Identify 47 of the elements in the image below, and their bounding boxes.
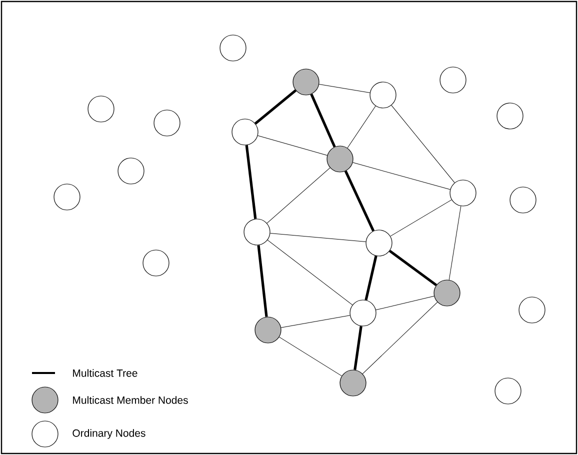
link-line <box>391 105 455 183</box>
node-circle <box>154 110 180 136</box>
tree-edge <box>364 256 378 300</box>
link-line <box>267 240 353 306</box>
tree-edge <box>257 245 268 317</box>
shaded-node-circle <box>254 316 282 344</box>
link-line <box>279 336 342 376</box>
tree-edge <box>344 170 375 232</box>
node-circle <box>440 66 466 94</box>
shaded-node-circle <box>434 280 460 306</box>
node-circle <box>496 102 524 130</box>
node-circle <box>54 184 80 210</box>
link-line <box>352 162 450 190</box>
node-circle <box>494 378 522 404</box>
legend-text: Multicast Member Nodes <box>73 396 188 404</box>
node-circle <box>510 186 536 214</box>
node-circle <box>450 180 476 206</box>
shaded-node-circle <box>326 146 354 172</box>
shaded-node-circle <box>292 68 320 96</box>
node-circle <box>88 96 114 122</box>
node-circle <box>142 250 170 276</box>
node-circle <box>366 230 392 256</box>
tree-edge <box>254 89 297 125</box>
link-line <box>390 200 452 236</box>
link-line <box>448 206 462 280</box>
node-circle <box>232 118 258 146</box>
node-circle <box>370 82 396 108</box>
tree-edge <box>245 145 257 219</box>
legend-text: Ordinary Nodes <box>72 429 146 439</box>
node-circle <box>518 296 546 324</box>
tree-edge <box>310 94 336 148</box>
link-line <box>376 296 434 310</box>
link-line <box>347 106 376 148</box>
shaded-node-circle <box>340 370 366 396</box>
link-line <box>318 84 370 94</box>
node-circle <box>350 300 376 326</box>
node-circle <box>220 34 246 62</box>
link-line <box>362 302 438 374</box>
link-line <box>270 232 366 242</box>
link-line <box>266 168 330 224</box>
node-circle <box>244 218 270 246</box>
node-circle <box>118 158 144 184</box>
tree-edge <box>388 250 438 286</box>
legend-text: Multicast Tree <box>73 369 138 377</box>
link-line <box>280 315 350 328</box>
tree-edge <box>354 326 362 370</box>
link-line <box>258 135 328 156</box>
